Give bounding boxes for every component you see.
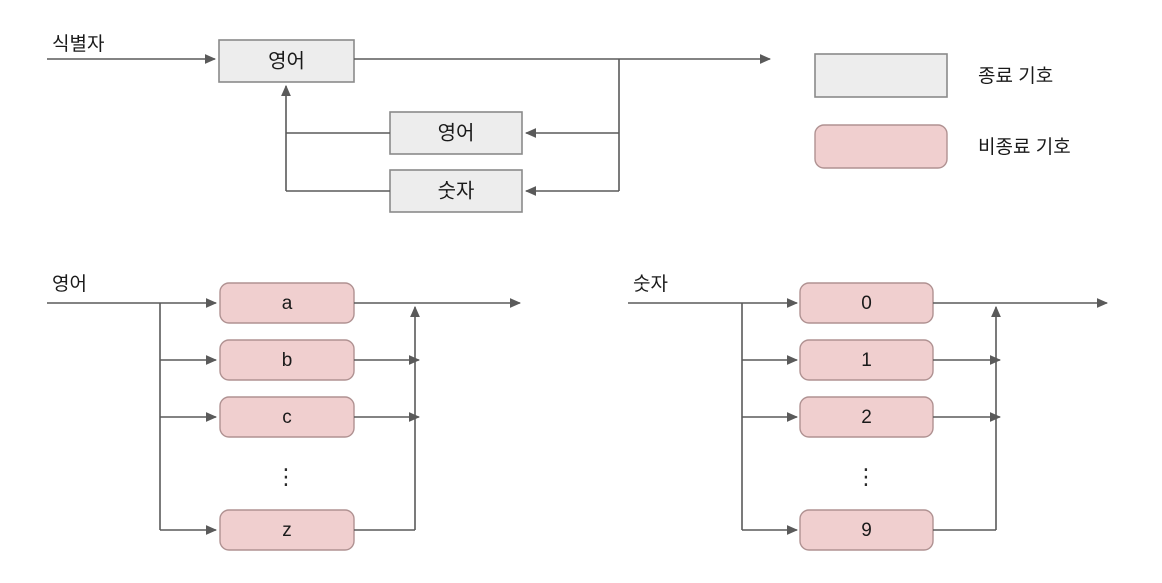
identifier-rule-label: 식별자 bbox=[52, 33, 104, 55]
legend-nonterminal-label: 비종료 기호 bbox=[978, 136, 1071, 158]
number-rule-label: 숫자 bbox=[633, 273, 668, 295]
number-rule-ellipsis: ⋮ bbox=[855, 464, 877, 489]
box-letter-a-label: a bbox=[282, 293, 293, 314]
english-rule: 영어 a b c z ⋮ bbox=[47, 273, 522, 551]
legend: 종료 기호 비종료 기호 bbox=[814, 53, 1071, 169]
box-digit-1-label: 1 bbox=[861, 350, 872, 371]
box-digit-9-label: 9 bbox=[861, 520, 872, 541]
box-letter-z-label: z bbox=[282, 520, 292, 541]
number-rule: 숫자 0 1 2 9 ⋮ bbox=[628, 273, 1109, 551]
legend-terminal-label: 종료 기호 bbox=[978, 65, 1053, 87]
box-letter-b-label: b bbox=[282, 350, 293, 371]
box-digit-2-label: 2 bbox=[861, 407, 872, 428]
legend-terminal-swatch bbox=[814, 53, 948, 98]
identifier-rule: 식별자 영어 영어 숫자 bbox=[47, 33, 772, 213]
english-rule-ellipsis: ⋮ bbox=[275, 464, 297, 489]
english-rule-label: 영어 bbox=[52, 273, 87, 295]
box-loop-number-label: 숫자 bbox=[438, 179, 475, 202]
box-main-english-label: 영어 bbox=[268, 49, 305, 72]
legend-nonterminal-swatch bbox=[814, 124, 948, 169]
box-digit-0-label: 0 bbox=[861, 293, 872, 314]
box-loop-number bbox=[389, 169, 523, 213]
box-letter-c-label: c bbox=[282, 407, 292, 428]
box-loop-english-label: 영어 bbox=[438, 121, 475, 144]
box-main-english bbox=[218, 39, 355, 83]
